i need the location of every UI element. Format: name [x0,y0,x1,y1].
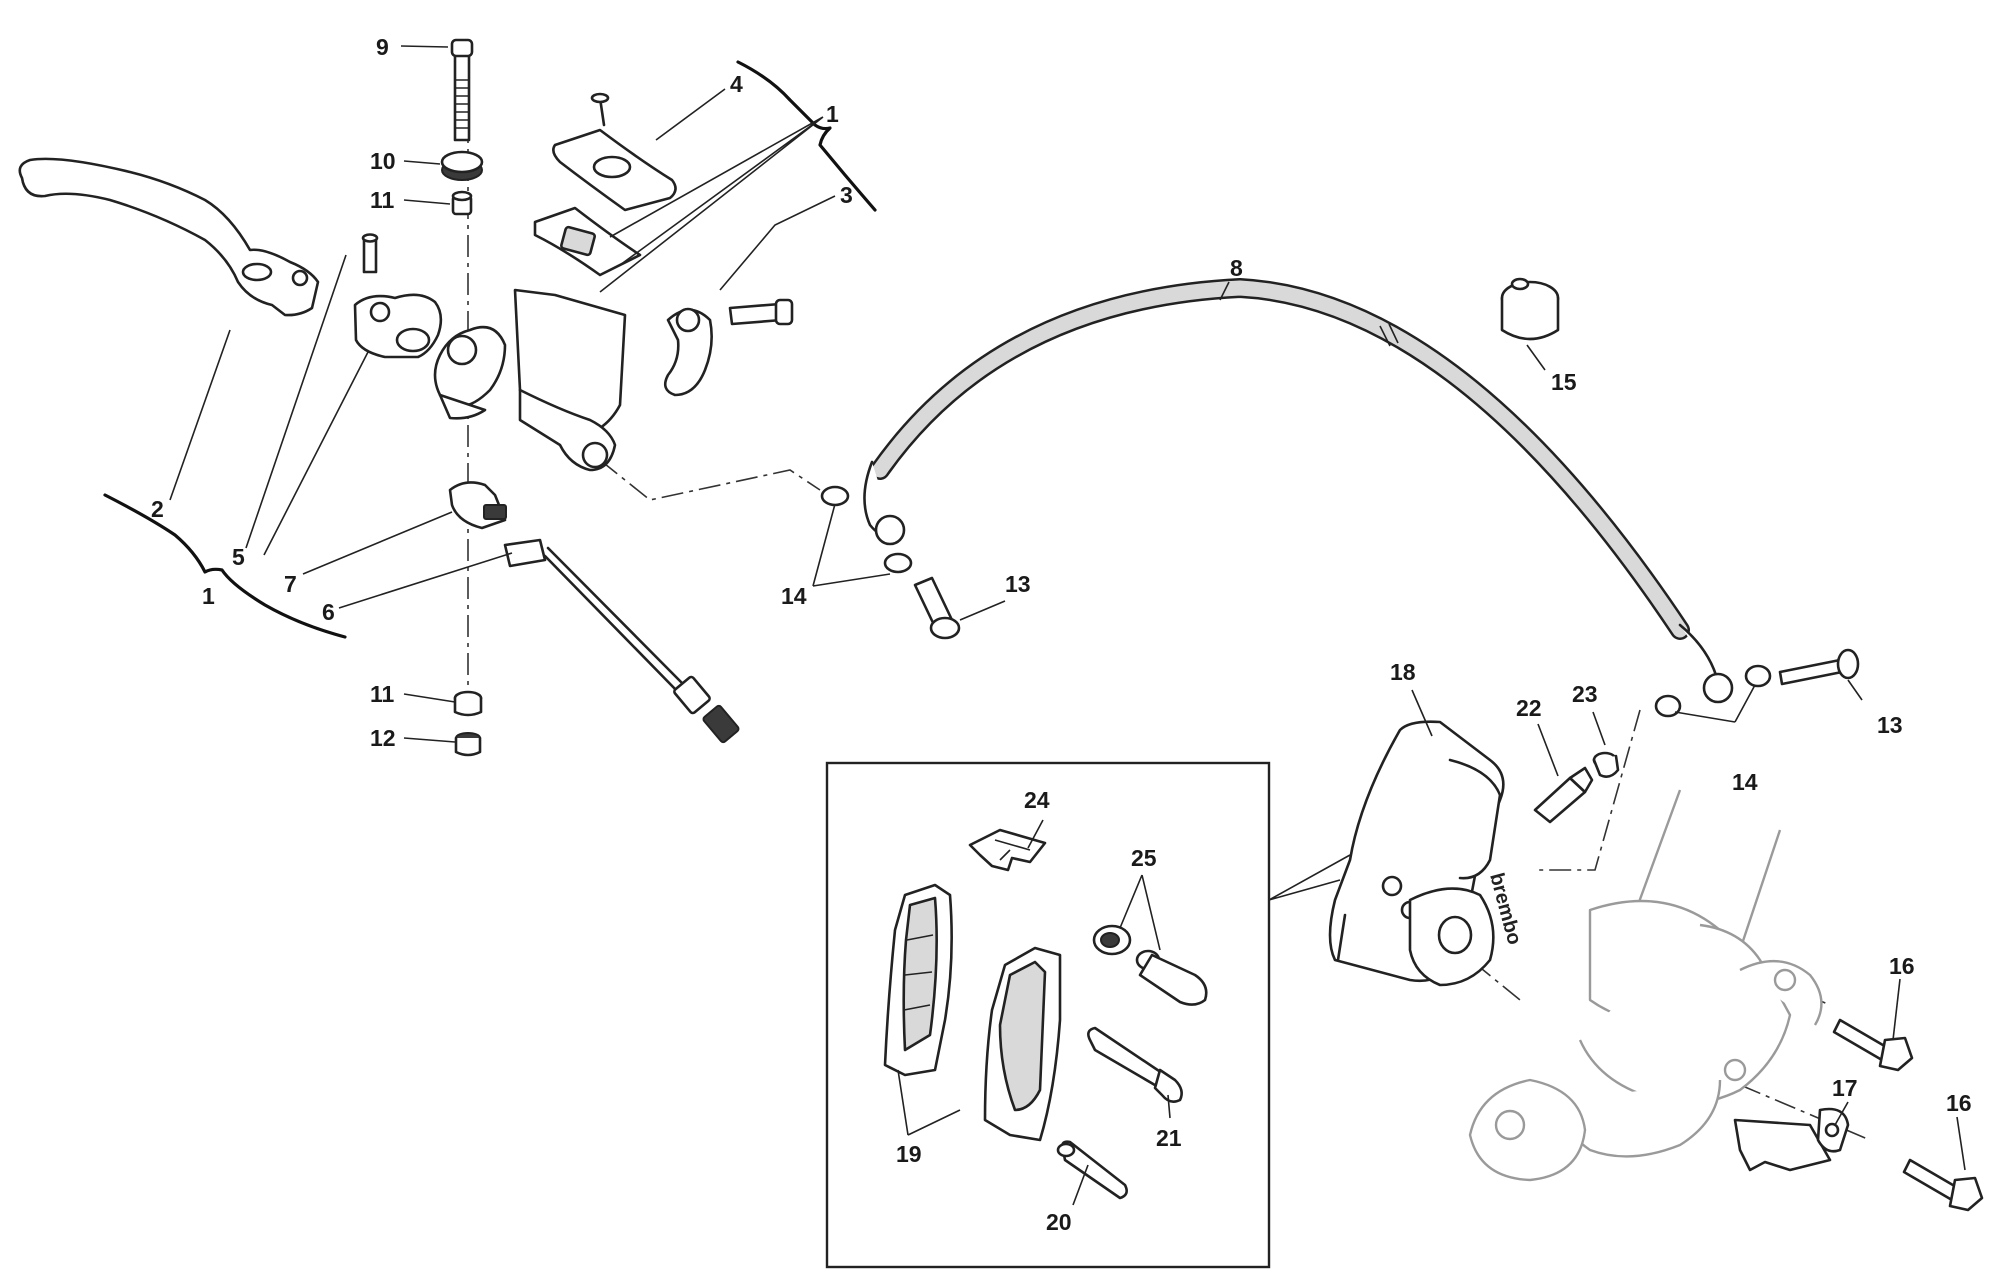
callout-20: 20 [1046,1209,1072,1235]
callout-13-right: 13 [1877,712,1903,738]
callout-16-upper: 16 [1889,953,1915,979]
callout-8: 8 [1230,255,1243,281]
brake-lever [18,157,320,317]
rubber-washer [440,150,484,181]
hose-guide-bracket [1733,1107,1850,1172]
callout-22: 22 [1516,695,1542,721]
callout-1-upper: 1 [826,101,839,127]
assembly-brace-upper [736,60,877,212]
brake-light-switch [503,538,740,744]
callout-24: 24 [1024,787,1050,813]
pad-spring [968,828,1047,872]
callout-12: 12 [370,725,396,751]
brake-pad-left [883,883,953,1077]
banjo-bolt-left [913,576,961,640]
callout-25: 25 [1131,845,1157,871]
callout-15: 15 [1551,369,1577,395]
callout-6: 6 [322,599,335,625]
callout-7: 7 [284,571,297,597]
callout-16-lower: 16 [1946,1090,1972,1116]
brake-pad-right [983,946,1062,1142]
lock-nut [454,732,482,757]
caliper-mounting-bolt-lower [1902,1158,1984,1212]
reservoir-diaphragm [533,206,642,277]
spacer-top [451,190,473,216]
callout-14-right: 14 [1732,769,1758,795]
master-cylinder-bolt [450,38,474,142]
callout-11-upper: 11 [370,187,395,213]
callout-14-left: 14 [781,583,807,609]
brake-hose [863,277,1734,704]
callout-9: 9 [376,34,389,60]
bleed-valve-cap [1592,751,1620,778]
caliper-mounting-bolt-upper [1832,1018,1914,1072]
bleed-valve [1533,766,1594,824]
master-cylinder-body [433,288,627,472]
copper-washers [820,485,1772,718]
pin-plug [1092,924,1132,956]
adjuster-bracket [353,293,443,359]
spacer-bottom [453,690,483,717]
callout-11-lower: 11 [370,681,395,707]
banjo-bolt-right [1778,648,1860,686]
brake-caliper [1328,720,1505,987]
pin-cap [1135,949,1208,1006]
callout-5: 5 [232,544,245,570]
callout-19: 19 [896,1141,922,1167]
pivot-pin [361,233,379,274]
callout-10: 10 [370,148,396,174]
brake-light-switch-holder [448,481,507,530]
front-fork-leg [1468,789,1823,1182]
pad-guide-pin-short [1056,1140,1128,1200]
pad-guide-pin-long [1087,1026,1183,1103]
callout-18: 18 [1390,659,1416,685]
reservoir-cover [552,92,677,212]
callout-13-left: 13 [1005,571,1031,597]
callout-2: 2 [151,496,164,522]
callout-4: 4 [730,71,743,97]
handlebar-clamp [663,298,794,397]
assembly-brace-lower [103,493,347,639]
callout-labels: 1 1 2 3 4 5 6 7 8 9 10 11 11 12 13 13 14… [151,34,1972,1235]
callout-23: 23 [1572,681,1598,707]
leader-lines [169,45,1966,1206]
hose-clip [1500,277,1560,341]
callout-3: 3 [840,182,853,208]
callout-21: 21 [1156,1125,1182,1151]
callout-17: 17 [1832,1075,1858,1101]
callout-1-lower: 1 [202,583,215,609]
